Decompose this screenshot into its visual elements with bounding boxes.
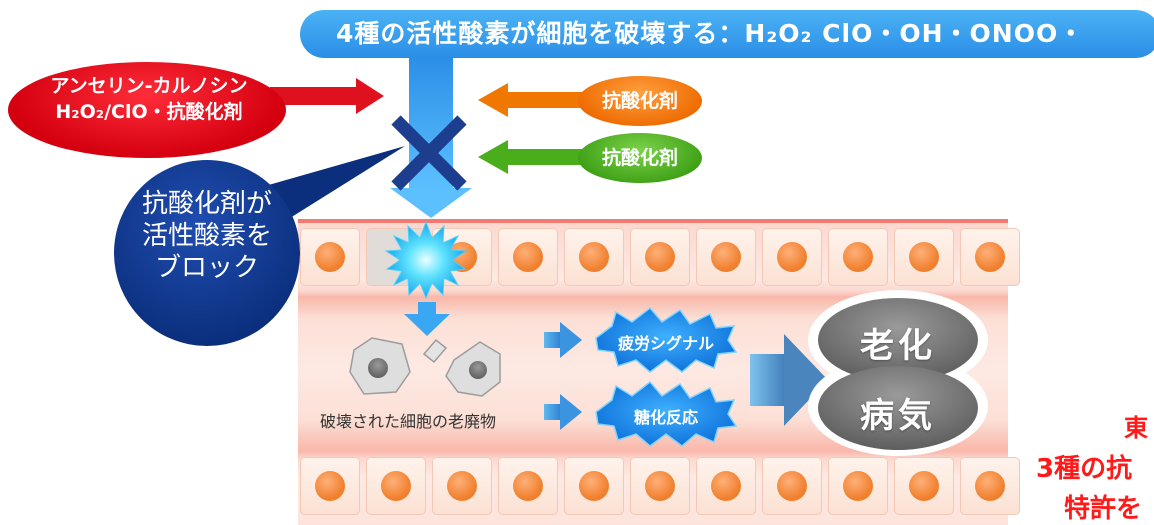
debris-down-arrow (404, 302, 450, 336)
cell-nucleus (711, 242, 741, 272)
outcome-shape (808, 290, 988, 456)
cell (894, 457, 954, 515)
block-x-icon (391, 115, 467, 191)
fatigue-signal-label: 疲労シグナル (617, 334, 714, 353)
cell (630, 228, 690, 286)
cell (762, 228, 822, 286)
cell (762, 457, 822, 515)
cell-nucleus (777, 471, 807, 501)
main-down-arrow (390, 55, 472, 218)
cell (630, 457, 690, 515)
cell (960, 228, 1020, 286)
fatigue-signal-badge (595, 306, 738, 373)
cell-nucleus (315, 471, 345, 501)
aging-label: 老化 (860, 326, 936, 366)
orange-arrow (478, 83, 584, 117)
navy-line2: 活性酸素を (141, 221, 272, 251)
cell (366, 457, 426, 515)
cell-nucleus (843, 242, 873, 272)
anserine-carnosine-label: アンセリン-カルノシン H₂O₂/ClO・抗酸化剤 (20, 73, 278, 125)
waste-label: 破壊された細胞の老廃物 (320, 412, 497, 431)
cell-nucleus (711, 471, 741, 501)
antioxidant-block-bubble (114, 160, 300, 346)
navy-line1: 抗酸化剤が (141, 189, 272, 219)
cell (564, 228, 624, 286)
green-label: 抗酸化剤 (601, 147, 678, 169)
banner-text: 4種の活性酸素が細胞を破壊する：H₂O₂ ClO・OH・ONOO・ (336, 19, 1085, 48)
cell (696, 457, 756, 515)
antioxidant-oval-orange: 抗酸化剤 (578, 76, 702, 126)
cell (498, 457, 558, 515)
fatigue-arrow (544, 322, 582, 358)
orange-label: 抗酸化剤 (601, 90, 678, 112)
cell-nucleus (645, 471, 675, 501)
patent-text-line3: 特許を (1064, 494, 1143, 524)
anserine-carnosine-oval (8, 62, 286, 158)
cell (828, 457, 888, 515)
cell-nucleus (579, 242, 609, 272)
cell-nucleus (381, 471, 411, 501)
oxidation-title-banner: 4種の活性酸素が細胞を破壊する：H₂O₂ ClO・OH・ONOO・ (300, 10, 1154, 58)
cell-nucleus (579, 471, 609, 501)
outcome-arrow (750, 334, 828, 426)
navy-line3: ブロック (154, 253, 259, 283)
destroyed-cell-debris (349, 337, 501, 397)
glycation-arrow (544, 394, 582, 430)
cell-nucleus (909, 242, 939, 272)
cell (498, 228, 558, 286)
cell (564, 457, 624, 515)
cell-nucleus (447, 471, 477, 501)
speech-bubble-tail (258, 146, 405, 218)
bottom-cell-row (300, 457, 1020, 517)
green-arrow (478, 140, 584, 174)
cell (960, 457, 1020, 515)
cell-nucleus (843, 471, 873, 501)
cell-nucleus (975, 471, 1005, 501)
antioxidant-block-text: 抗酸化剤が 活性酸素を ブロック (114, 188, 300, 284)
red-label-line1: アンセリン-カルノシン (50, 75, 248, 97)
cell (828, 228, 888, 286)
cell-nucleus (975, 242, 1005, 272)
cell (894, 228, 954, 286)
red-arrow (270, 78, 384, 114)
oxidation-burst-icon (384, 220, 468, 300)
patent-text-line1: 東 (1124, 414, 1148, 442)
red-label-line2: H₂O₂/ClO・抗酸化剤 (55, 101, 243, 123)
glycation-signal-label: 糖化反応 (633, 408, 698, 427)
cell-nucleus (777, 242, 807, 272)
cell (432, 457, 492, 515)
cell (300, 457, 360, 515)
cell-nucleus (645, 242, 675, 272)
cell-nucleus (513, 471, 543, 501)
glycation-signal-badge (595, 380, 738, 447)
cell-nucleus (513, 242, 543, 272)
patent-text-line2: 3種の抗 (1036, 454, 1133, 484)
cell-nucleus (315, 242, 345, 272)
disease-label: 病気 (860, 396, 936, 436)
cell-nucleus (909, 471, 939, 501)
cell (696, 228, 756, 286)
cell (300, 228, 360, 286)
antioxidant-oval-green: 抗酸化剤 (578, 133, 702, 183)
